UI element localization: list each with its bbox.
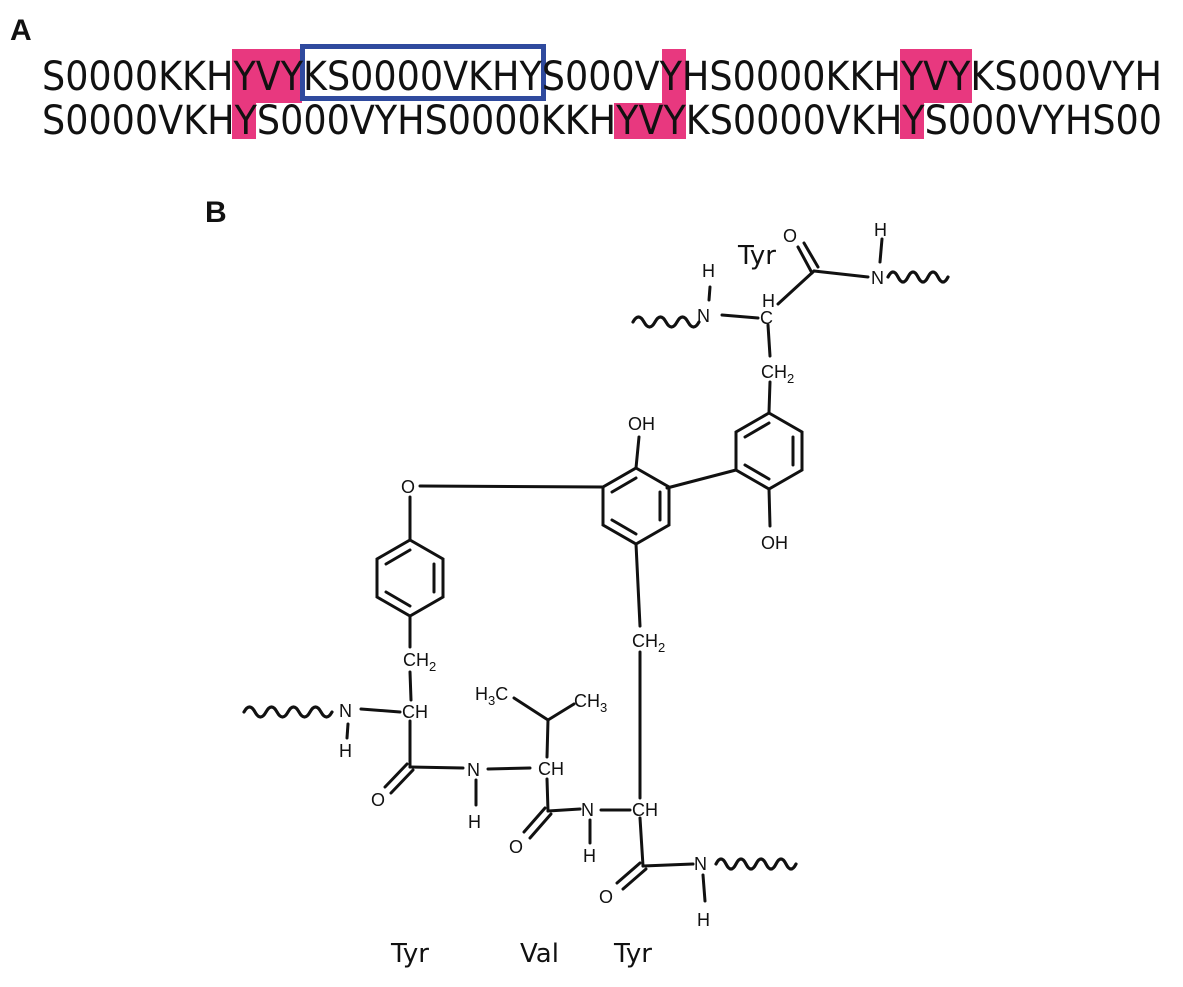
panel-b-label: B <box>205 196 227 229</box>
atom-ch: CH <box>538 759 564 779</box>
atom-ch: CH <box>402 702 428 722</box>
atom-c: C <box>760 308 773 328</box>
atom-n: N <box>871 268 884 288</box>
panel-a-label: A <box>10 14 32 47</box>
atom-h: H <box>874 220 887 240</box>
highlight-yvy-1 <box>232 49 302 103</box>
atom-ch2: CH2 <box>403 650 436 674</box>
atom-n: N <box>339 701 352 721</box>
atom-h: H <box>697 910 710 930</box>
highlight-y-2 <box>232 103 256 139</box>
highlight-yvy-2 <box>900 49 972 103</box>
atom-oh: OH <box>628 414 655 434</box>
top-tyr-backbone <box>631 237 950 414</box>
central-phenol-ring <box>418 435 671 628</box>
atom-h3c: H3C <box>475 684 508 708</box>
highlight-y-1 <box>662 49 686 103</box>
highlight-yvy-3 <box>614 103 686 139</box>
chain-continuation-top-right <box>886 270 950 284</box>
residue-label-tyr-left: Tyr <box>390 939 429 969</box>
atom-o: O <box>783 226 797 246</box>
atom-h: H <box>339 741 352 761</box>
sequence-line-1: S0000KKHYVYKS0000VKHYS000VYHS0000KKHYVYK… <box>42 54 1162 100</box>
left-phenyl-ring <box>375 495 445 702</box>
atom-h: H <box>583 846 596 866</box>
atom-ch: CH <box>632 800 658 820</box>
atom-ch2: CH2 <box>632 631 665 655</box>
highlight-y-3 <box>900 103 924 139</box>
chain-continuation-left <box>242 705 334 719</box>
chain-continuation-right <box>714 857 798 871</box>
left-tyr-backbone <box>242 705 465 795</box>
atom-ch3: CH3 <box>574 691 607 715</box>
val-residue <box>474 696 582 840</box>
residue-label-tyr-right: Tyr <box>613 939 652 969</box>
right-tyr-backbone <box>588 650 798 903</box>
atom-oh: OH <box>761 533 788 553</box>
atom-n: N <box>697 306 710 326</box>
repeat-unit-box <box>300 44 546 101</box>
sequence-line-2: S0000VKHYS000VYHS0000KKHYVYKS0000VKHYS00… <box>42 98 1162 144</box>
sequence-highlights <box>232 49 972 139</box>
chain-continuation-top-left <box>631 315 701 329</box>
atom-o-ether: O <box>401 477 415 497</box>
atom-n: N <box>694 854 707 874</box>
residue-label-tyr-top: Tyr <box>737 241 776 271</box>
atom-h: H <box>762 291 775 311</box>
atom-o: O <box>371 790 385 810</box>
atom-o: O <box>509 837 523 857</box>
atom-h: H <box>702 261 715 281</box>
right-phenol-ring <box>665 411 804 528</box>
atom-n: N <box>467 760 480 780</box>
residue-label-val: Val <box>520 939 559 969</box>
atom-n: N <box>581 800 594 820</box>
atom-ch2: CH2 <box>761 362 794 386</box>
atom-h: H <box>468 812 481 832</box>
atom-o: O <box>599 887 613 907</box>
